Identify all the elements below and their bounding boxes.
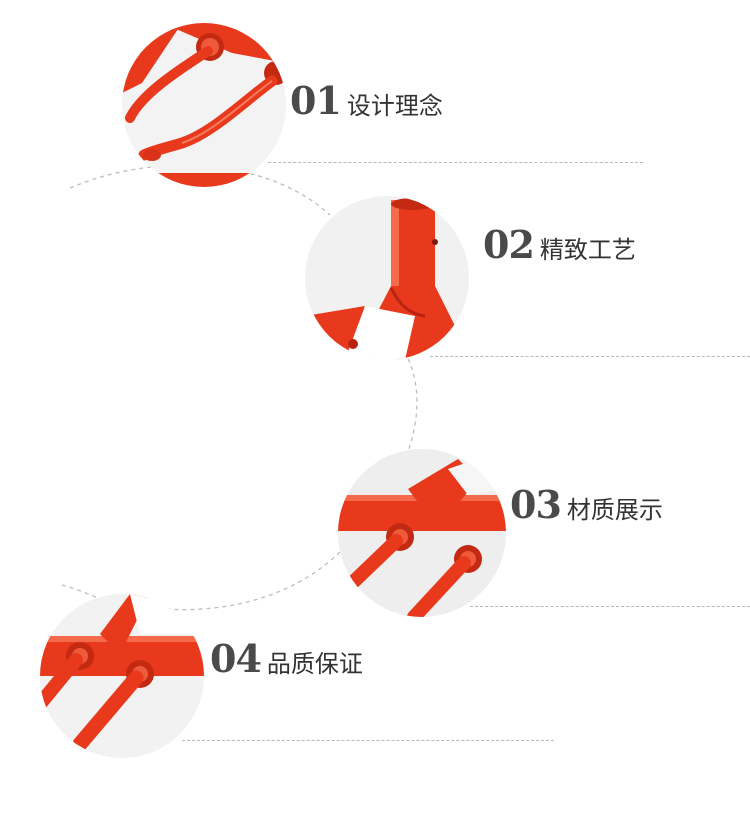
tube-joint-illustration — [305, 196, 469, 360]
feature-number-3: 03 — [510, 482, 562, 527]
feature-label-3: 03 材质展示 — [510, 482, 663, 527]
feature-image-2 — [305, 196, 469, 360]
feature-label-2: 02 精致工艺 — [483, 222, 636, 267]
hook-tips-illustration — [122, 23, 286, 187]
bar-with-pegs-closeup-illustration — [40, 594, 204, 758]
divider-2 — [430, 356, 750, 357]
divider-4 — [182, 740, 554, 741]
feature-title-2: 精致工艺 — [539, 236, 636, 264]
feature-image-3 — [338, 449, 506, 617]
feature-number-2: 02 — [483, 222, 535, 267]
feature-title-4: 品质保证 — [266, 650, 363, 678]
feature-image-1 — [122, 23, 286, 187]
feature-title-1: 设计理念 — [346, 92, 443, 120]
feature-image-4 — [40, 594, 204, 758]
divider-1 — [268, 162, 643, 163]
feature-label-4: 04 品质保证 — [210, 636, 363, 681]
feature-label-1: 01 设计理念 — [290, 78, 443, 123]
feature-title-3: 材质展示 — [566, 496, 663, 524]
feature-number-1: 01 — [290, 78, 342, 123]
feature-number-4: 04 — [210, 636, 262, 681]
divider-3 — [470, 606, 750, 607]
bar-with-pegs-illustration — [338, 449, 506, 617]
